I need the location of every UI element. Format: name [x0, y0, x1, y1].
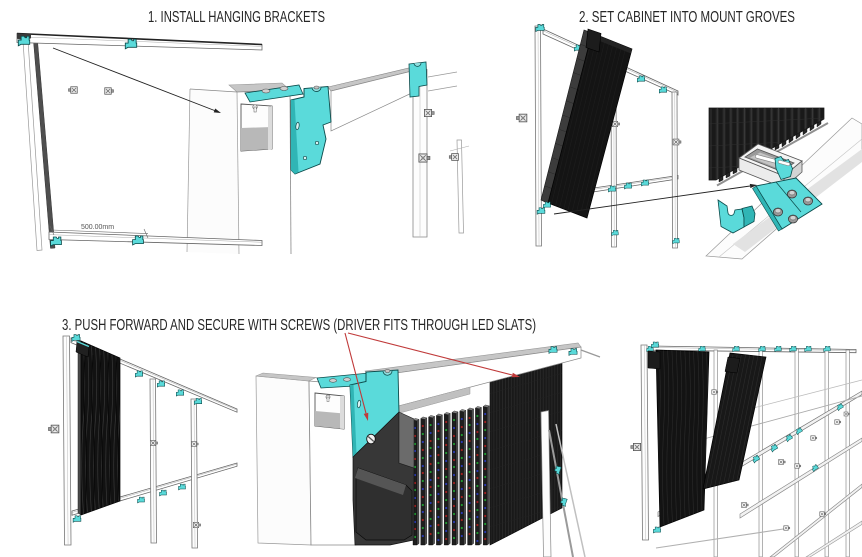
svg-text:500.00mm: 500.00mm	[81, 224, 114, 231]
svg-text:1. INSTALL HANGING BRACKETS: 1. INSTALL HANGING BRACKETS	[148, 9, 325, 26]
svg-text:2. SET CABINET INTO MOUNT GROV: 2. SET CABINET INTO MOUNT GROVES	[579, 9, 795, 26]
svg-text:3. PUSH FORWARD AND SECURE WIT: 3. PUSH FORWARD AND SECURE WITH SCREWS (…	[62, 317, 536, 334]
